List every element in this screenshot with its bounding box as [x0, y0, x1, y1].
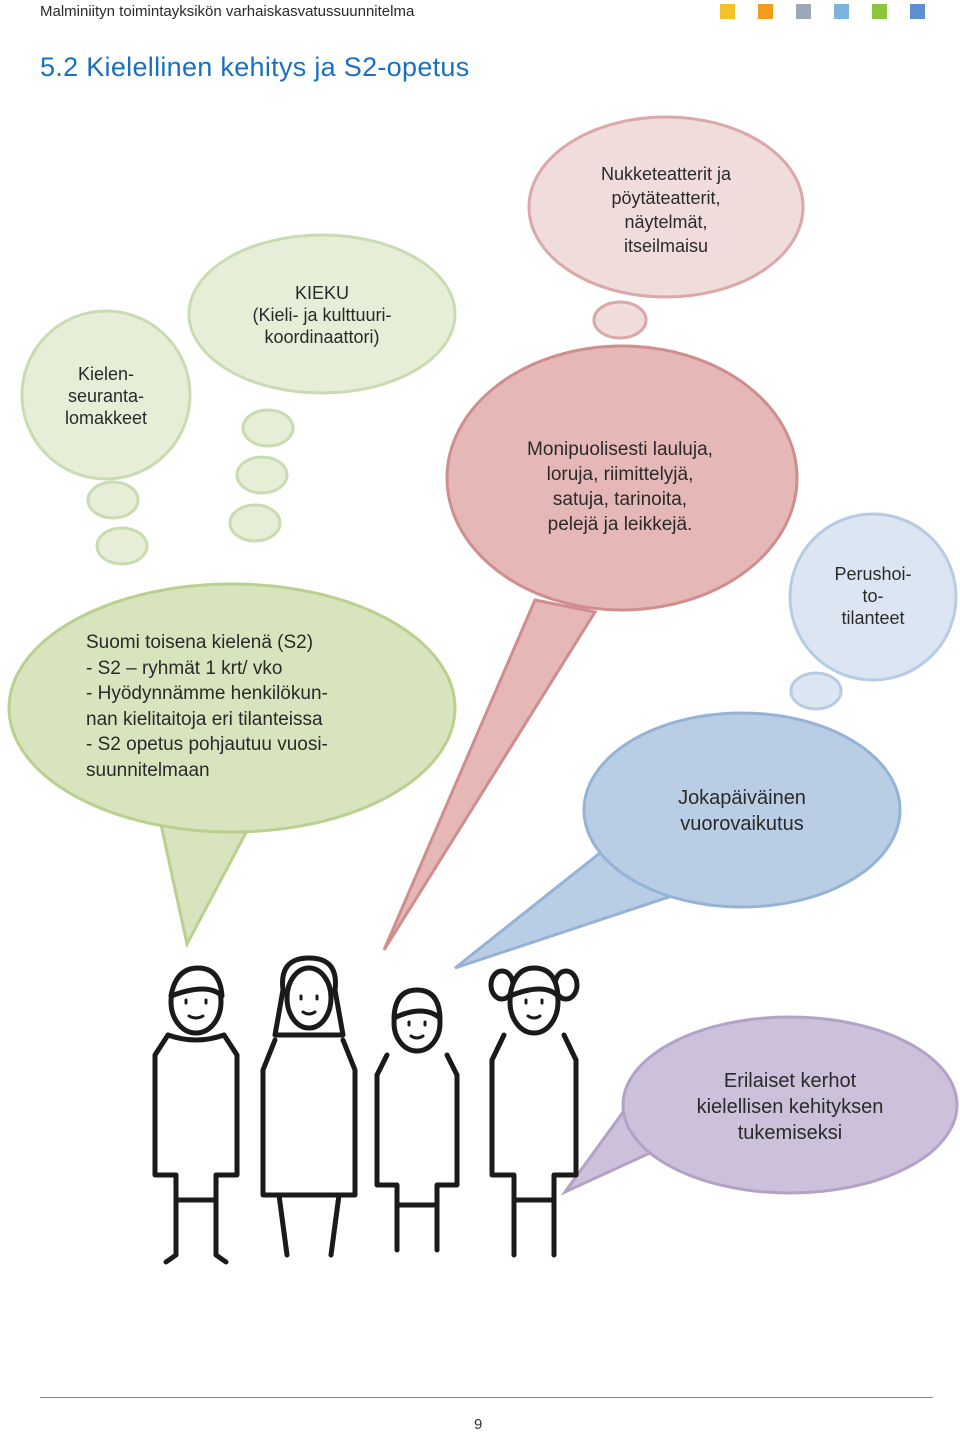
bubble-kerhot: [560, 1015, 959, 1196]
bubble-text-line: suunnitelmaan: [86, 759, 210, 781]
bubble-text-line: lomakkeet: [64, 408, 148, 428]
bubble-text-line: Erilaiset kerhot: [723, 1070, 857, 1092]
bubble-text-line: itseilmaisu: [623, 236, 709, 256]
bubble-text-line: (Kieli- ja kulttuuri-: [252, 305, 392, 325]
child-figure-girl-long-hair: [260, 955, 358, 1258]
children-drawing: [152, 955, 580, 1265]
bubble-text-line: seuranta-: [67, 386, 145, 406]
bubble-text-line: tilanteet: [841, 608, 905, 628]
bubble-text-line: satuja, tarinoita,: [552, 489, 688, 510]
bubble-text-line: Nukketeatterit ja: [600, 164, 732, 184]
accent-square: [834, 4, 849, 19]
thought-bubble-nukketeatterit: [527, 115, 805, 340]
bubble-text-line: - S2 – ryhmät 1 krt/ vko: [86, 657, 283, 679]
page-number: 9: [474, 1416, 483, 1433]
accent-square: [872, 4, 887, 19]
bubble-suomi-s2: [7, 582, 457, 949]
child-figure-girl-pigtails: [488, 965, 580, 1258]
thought-bubble-kieku: [187, 233, 457, 543]
accent-square: [720, 4, 735, 19]
text-nukketeatterit: Nukketeatterit ja pöytäteatterit, näytelmä…: [566, 162, 766, 258]
bubble-text-line: pelejä ja leikkejä.: [547, 514, 693, 535]
text-perushoito: Perushoi-to-tilanteet: [808, 563, 938, 629]
bubble-text-line: nan kielitaitoja eri tilanteissa: [86, 708, 323, 730]
bubble-text-line: Suomi toisena kielenä (S2): [86, 632, 314, 653]
bubble-text-line: - Hyödynnämme henkilökun-: [86, 683, 328, 704]
bubble-jokapaivainen: [454, 711, 902, 970]
text-suomi-s2: Suomi toisena kielenä (S2) - S2 – ryhmät …: [86, 630, 406, 783]
text-kerhot: Erilaiset kerhot kielellisen kehityksen tu…: [660, 1068, 920, 1146]
text-jokapaivainen: Jokapäiväinen vuorovaikutus: [627, 785, 857, 837]
running-header: Malminiityn toimintayksikön varhaiskasva…: [40, 3, 415, 20]
bubble-text-line: tukemiseksi: [737, 1122, 843, 1144]
bubble-text-line: Monipuolisesti lauluja,: [527, 439, 713, 460]
bubble-text-line: vuorovaikutus: [680, 813, 804, 835]
bubble-text-line: Kielen-: [77, 364, 135, 384]
bubble-monipuolisesti: [382, 344, 799, 951]
bubble-text-line: - S2 opetus pohjautuu vuosi-: [86, 734, 328, 755]
child-figure-boy: [152, 965, 240, 1265]
bubble-text-line: pöytäteatterit,: [611, 188, 721, 208]
text-kieku: KIEKU(Kieli- ja kulttuuri-koordinaattori…: [212, 282, 432, 348]
thought-bubble-perushoito: [788, 512, 958, 711]
text-kielenseuranta: Kielen-seuranta-lomakkeet: [36, 363, 176, 429]
accent-square: [910, 4, 925, 19]
thought-bubble-kielenseuranta: [20, 309, 192, 566]
footer-rule: [40, 1397, 933, 1398]
text-monipuolisesti: Monipuolisesti lauluja, loruja, riimittel…: [480, 437, 760, 537]
bubble-text-line: näytelmät,: [624, 212, 708, 232]
accent-square: [796, 4, 811, 19]
section-title: 5.2 Kielellinen kehitys ja S2-opetus: [40, 52, 470, 82]
bubble-text-line: to-: [862, 586, 884, 606]
bubble-text-line: kielellisen kehityksen: [696, 1096, 884, 1118]
bubble-text-line: Perushoi-: [834, 564, 912, 584]
child-figure-small-boy: [374, 987, 460, 1253]
bubble-text-line: Jokapäiväinen: [678, 787, 806, 809]
bubble-text-line: koordinaattori): [264, 327, 380, 347]
accent-square: [758, 4, 773, 19]
bubble-text-line: loruja, riimittelyjä,: [546, 464, 694, 485]
bubble-text-line: KIEKU: [294, 283, 350, 303]
